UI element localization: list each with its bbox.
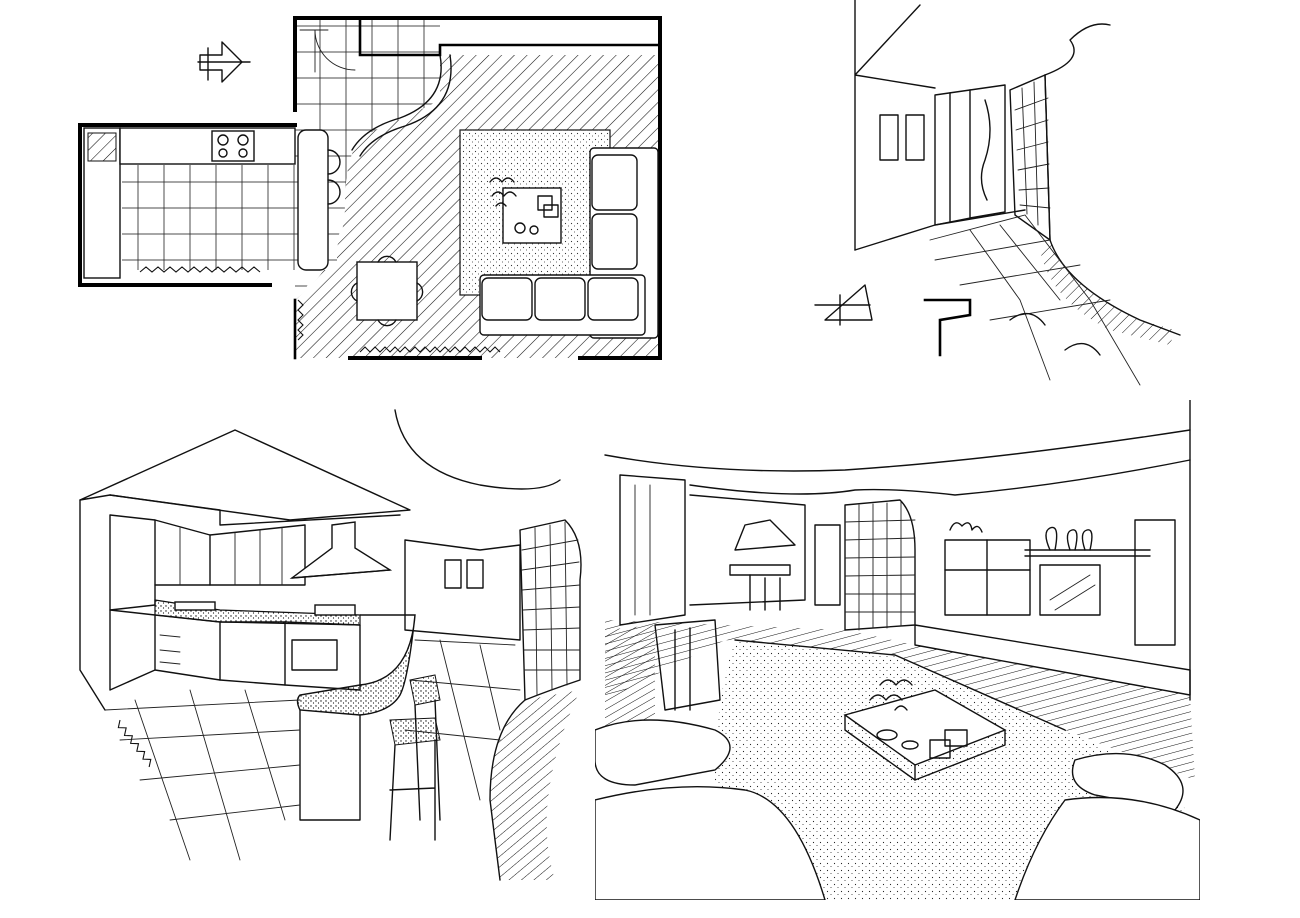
- sofa-cushion: [595, 719, 731, 786]
- tv-screen: [1039, 564, 1101, 616]
- glass-block-wall: [844, 499, 916, 631]
- coat-icon: [980, 99, 991, 201]
- view-arrow-icon: [814, 284, 873, 326]
- wall-picture: [905, 114, 925, 161]
- stool: [327, 149, 341, 175]
- living-room-perspective: [595, 400, 1200, 900]
- kitchen-counter-top: [119, 127, 296, 165]
- stool: [327, 179, 341, 205]
- floor-plan: [60, 0, 680, 390]
- decor-objects: [1045, 526, 1093, 551]
- sink: [174, 601, 216, 611]
- entrance-perspective: [810, 0, 1190, 390]
- dining-chair: [654, 619, 721, 711]
- lower-cabinets: [109, 609, 361, 691]
- kitchen-island: [729, 564, 791, 576]
- entrance-drawing: [814, 0, 1181, 386]
- sofa: [1014, 796, 1200, 900]
- stool: [1009, 312, 1046, 326]
- door: [814, 524, 841, 606]
- tall-cabinet: [1134, 519, 1176, 646]
- sofa-cushion: [1071, 752, 1184, 811]
- bar-stool: [389, 717, 441, 841]
- cooktop: [314, 604, 356, 616]
- floor-plan-drawing: [78, 16, 662, 360]
- sofa: [479, 147, 659, 339]
- radiator: [297, 299, 304, 341]
- range-hood: [289, 521, 393, 579]
- cooktop-icon: [211, 130, 255, 162]
- bar-stool: [749, 574, 781, 611]
- coffee-table: [843, 679, 1007, 781]
- range-hood: [734, 519, 796, 551]
- wardrobe: [934, 89, 971, 226]
- kitchen-island-top: [296, 614, 416, 716]
- wall-picture: [879, 114, 899, 161]
- oven-icon: [291, 639, 338, 671]
- entrance-arrow-icon: [197, 41, 251, 83]
- radiator: [117, 719, 152, 768]
- glass-block-wall: [1009, 74, 1051, 241]
- kitchen-perspective: [60, 400, 610, 900]
- upper-cabinets: [109, 514, 306, 611]
- stool: [1064, 342, 1101, 356]
- glass-block-wall: [519, 519, 582, 701]
- dining-table: [350, 255, 424, 327]
- wall-picture: [444, 559, 462, 589]
- column: [619, 474, 686, 626]
- sofa: [595, 785, 826, 900]
- living-room-drawing: [595, 400, 1200, 900]
- radiator: [139, 266, 261, 273]
- breakfast-bar: [297, 129, 329, 271]
- plant-icon: [949, 522, 983, 533]
- kitchen-drawing: [79, 409, 582, 881]
- wall-picture: [466, 559, 484, 589]
- glass-block-wall: [351, 54, 442, 151]
- coffee-table: [489, 177, 562, 244]
- radiator: [359, 346, 501, 353]
